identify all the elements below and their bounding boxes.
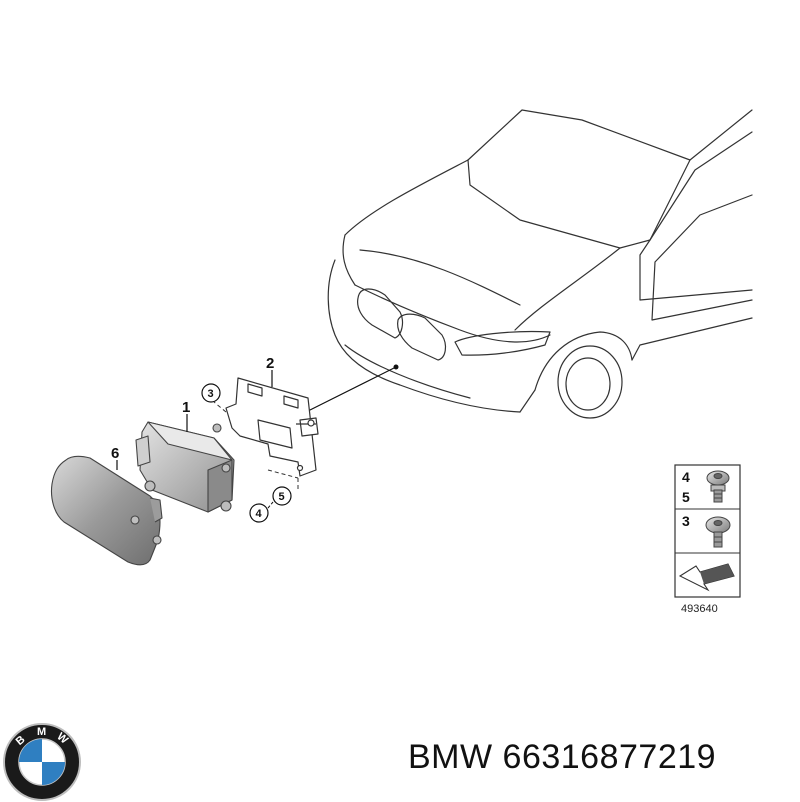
callout-part-3: 3 — [201, 383, 221, 403]
arrow-icon — [678, 563, 735, 592]
logo-letter-m: M — [37, 726, 46, 738]
bmw-logo: B M W — [3, 723, 81, 801]
callout-part-5: 5 — [272, 486, 292, 506]
fastener-legend: 4 5 3 493640 — [674, 464, 741, 615]
vehicle-front-outline — [327, 109, 753, 419]
callout-6-label: 6 — [111, 445, 119, 462]
reference-number: 493640 — [681, 603, 718, 615]
callout-part-4: 4 — [249, 501, 274, 523]
part-number: 66316877219 — [502, 738, 717, 776]
callout-part-1: 1 — [182, 399, 190, 432]
callout-part-2: 2 — [266, 355, 274, 387]
legend-item-5-label: 5 — [682, 489, 690, 505]
callout-2-label: 2 — [266, 355, 274, 372]
radar-module-part — [135, 421, 235, 513]
part-number-caption: BMW 66316877219 — [408, 738, 716, 777]
callout-1-label: 1 — [182, 399, 190, 416]
leader-line — [305, 364, 399, 413]
callout-4-label: 4 — [256, 508, 263, 520]
screw-icon — [705, 516, 731, 548]
callout-5-label: 5 — [279, 491, 285, 503]
attachment-lines — [213, 401, 299, 492]
legend-item-3-label: 3 — [682, 513, 690, 529]
radar-cover-part — [50, 455, 163, 566]
brand-name: BMW — [408, 738, 493, 776]
flange-screw-icon — [706, 470, 730, 503]
callout-3-label: 3 — [208, 388, 214, 400]
legend-item-4-label: 4 — [682, 469, 690, 485]
bracket-part — [225, 377, 319, 477]
callout-part-6: 6 — [111, 445, 119, 470]
